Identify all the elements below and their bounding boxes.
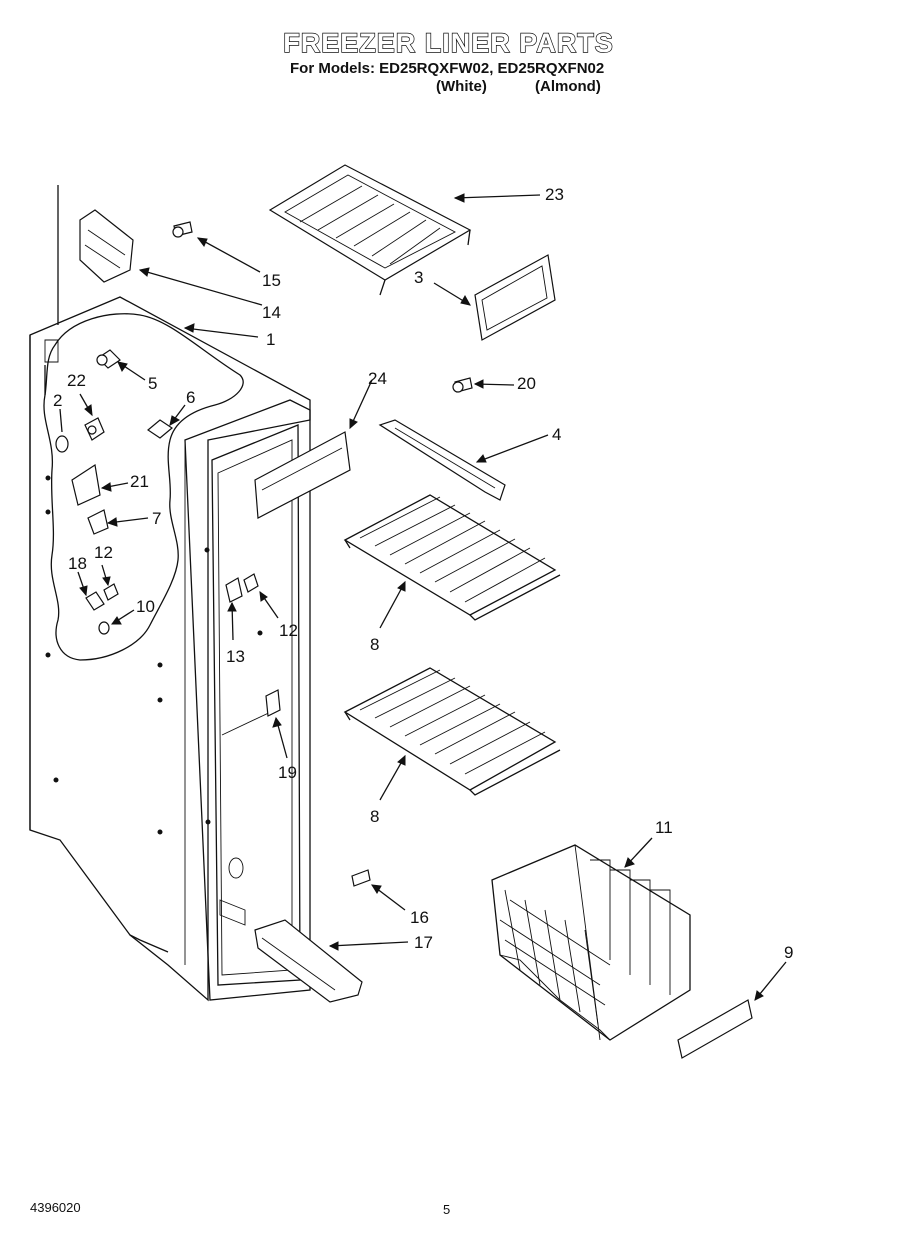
mounting-holes — [45, 475, 263, 835]
callout-6: 6 — [186, 388, 195, 407]
bracket-part-14 — [79, 209, 134, 283]
variant-almond: (Almond) — [535, 78, 601, 95]
callout-20: 20 — [517, 374, 536, 393]
wiring-harness — [43, 313, 244, 661]
shelf-part-23 — [268, 164, 472, 296]
callout-11: 11 — [655, 818, 673, 837]
page-number: 5 — [443, 1202, 451, 1217]
callout-15: 15 — [262, 271, 281, 290]
callout-labels: 23 3 15 14 1 5 6 22 2 21 7 18 12 10 13 1… — [53, 185, 793, 962]
switch-part-19 — [265, 689, 281, 717]
shelf-support-part-4 — [378, 419, 506, 501]
callout-24: 24 — [368, 369, 387, 388]
callout-14: 14 — [262, 303, 281, 322]
callout-16: 16 — [410, 908, 429, 927]
callout-2: 2 — [53, 391, 62, 410]
screw-part-15 — [172, 221, 193, 238]
thermostat-part-22 — [84, 417, 105, 441]
clip-part-12b — [243, 573, 259, 593]
callout-8a: 8 — [370, 635, 379, 654]
callout-23: 23 — [545, 185, 564, 204]
switch-part-7 — [87, 509, 109, 535]
wire-shelf-part-8b — [343, 667, 561, 796]
callout-3: 3 — [414, 268, 423, 287]
callout-9: 9 — [784, 943, 793, 962]
leader-lines — [59, 193, 787, 1001]
callout-22: 22 — [67, 371, 86, 390]
basket-part-11 — [491, 844, 691, 1041]
callout-19: 19 — [278, 763, 297, 782]
page-title: FREEZER LINER PARTS — [283, 27, 614, 58]
basket-trim-part-9 — [677, 999, 753, 1059]
callout-5: 5 — [148, 374, 157, 393]
switch-part-6 — [146, 419, 174, 439]
clip-part-13 — [225, 577, 243, 603]
grommet-part-10 — [98, 621, 110, 635]
screw-part-16 — [351, 869, 371, 887]
callout-8b: 8 — [370, 807, 379, 826]
callout-12a: 12 — [94, 543, 113, 562]
bottom-trim-part-17 — [254, 919, 363, 1003]
callout-21: 21 — [130, 472, 149, 491]
callout-1: 1 — [266, 330, 275, 349]
callout-12b: 12 — [279, 621, 298, 640]
bulb-part-2 — [55, 435, 69, 453]
frame-part-3 — [474, 254, 556, 341]
callout-4: 4 — [552, 425, 561, 444]
callout-18: 18 — [68, 554, 87, 573]
lamp-socket-part-5 — [96, 349, 121, 369]
control-part-21 — [71, 463, 101, 506]
clip-part-12a — [103, 583, 119, 601]
callout-17: 17 — [414, 933, 433, 952]
trim-strip-part-24 — [254, 431, 351, 519]
variant-white: (White) — [436, 78, 487, 95]
callout-7: 7 — [152, 509, 161, 528]
callout-13: 13 — [226, 647, 245, 666]
callout-10: 10 — [136, 597, 155, 616]
screw-part-20 — [452, 377, 473, 393]
models-line: For Models: ED25RQXFW02, ED25RQXFN02 — [290, 60, 605, 77]
wire-shelf-part-8a — [343, 494, 561, 621]
document-number: 4396020 — [30, 1200, 81, 1215]
socket-part-18 — [85, 591, 105, 611]
